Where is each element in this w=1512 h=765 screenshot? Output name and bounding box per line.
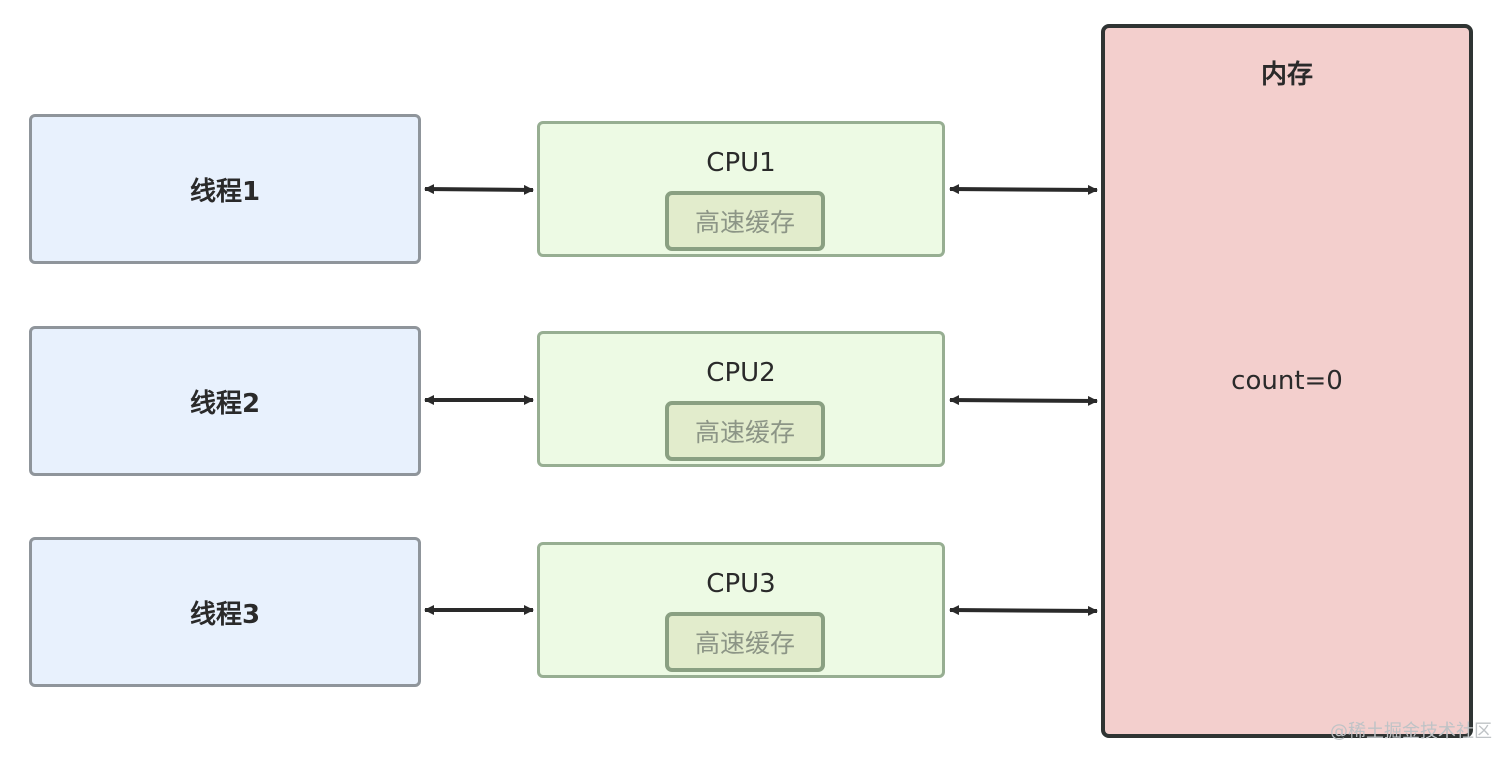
memory-value: count=0 (1231, 366, 1343, 396)
memory-box: 内存 count=0 (1101, 24, 1473, 738)
thread-1-label: 线程1 (189, 176, 261, 207)
cpu-1-cache: 高速缓存 (665, 191, 825, 251)
thread-1-box: 线程1 (29, 114, 421, 264)
cpu-3-cache: 高速缓存 (665, 612, 825, 672)
cpu-2-cache: 高速缓存 (665, 401, 825, 461)
memory-title: 内存 (1260, 60, 1313, 90)
cpu-3-label: CPU3 (706, 569, 776, 599)
cpu-3-memory-arrow (949, 605, 1098, 616)
cpu-2-label: CPU2 (706, 358, 776, 388)
cpu-3-cache-label: 高速缓存 (694, 629, 795, 658)
cpu-3-box: CPU3 高速缓存 (537, 542, 945, 678)
cpu-1-label: CPU1 (706, 148, 776, 178)
thread-3-label: 线程3 (189, 599, 261, 630)
cpu-1-memory-arrow (949, 184, 1098, 195)
thread-1-cpu-1-arrow (424, 184, 534, 195)
cpu-2-memory-arrow (949, 395, 1098, 406)
thread-2-label: 线程2 (189, 388, 261, 419)
cpu-2-cache-label: 高速缓存 (694, 418, 795, 447)
cpu-1-box: CPU1 高速缓存 (537, 121, 945, 257)
thread-3-box: 线程3 (29, 537, 421, 687)
watermark: @稀土掘金技术社区 (1330, 721, 1492, 742)
cpu-2-box: CPU2 高速缓存 (537, 331, 945, 467)
thread-2-box: 线程2 (29, 326, 421, 476)
cpu-1-cache-label: 高速缓存 (694, 208, 795, 237)
